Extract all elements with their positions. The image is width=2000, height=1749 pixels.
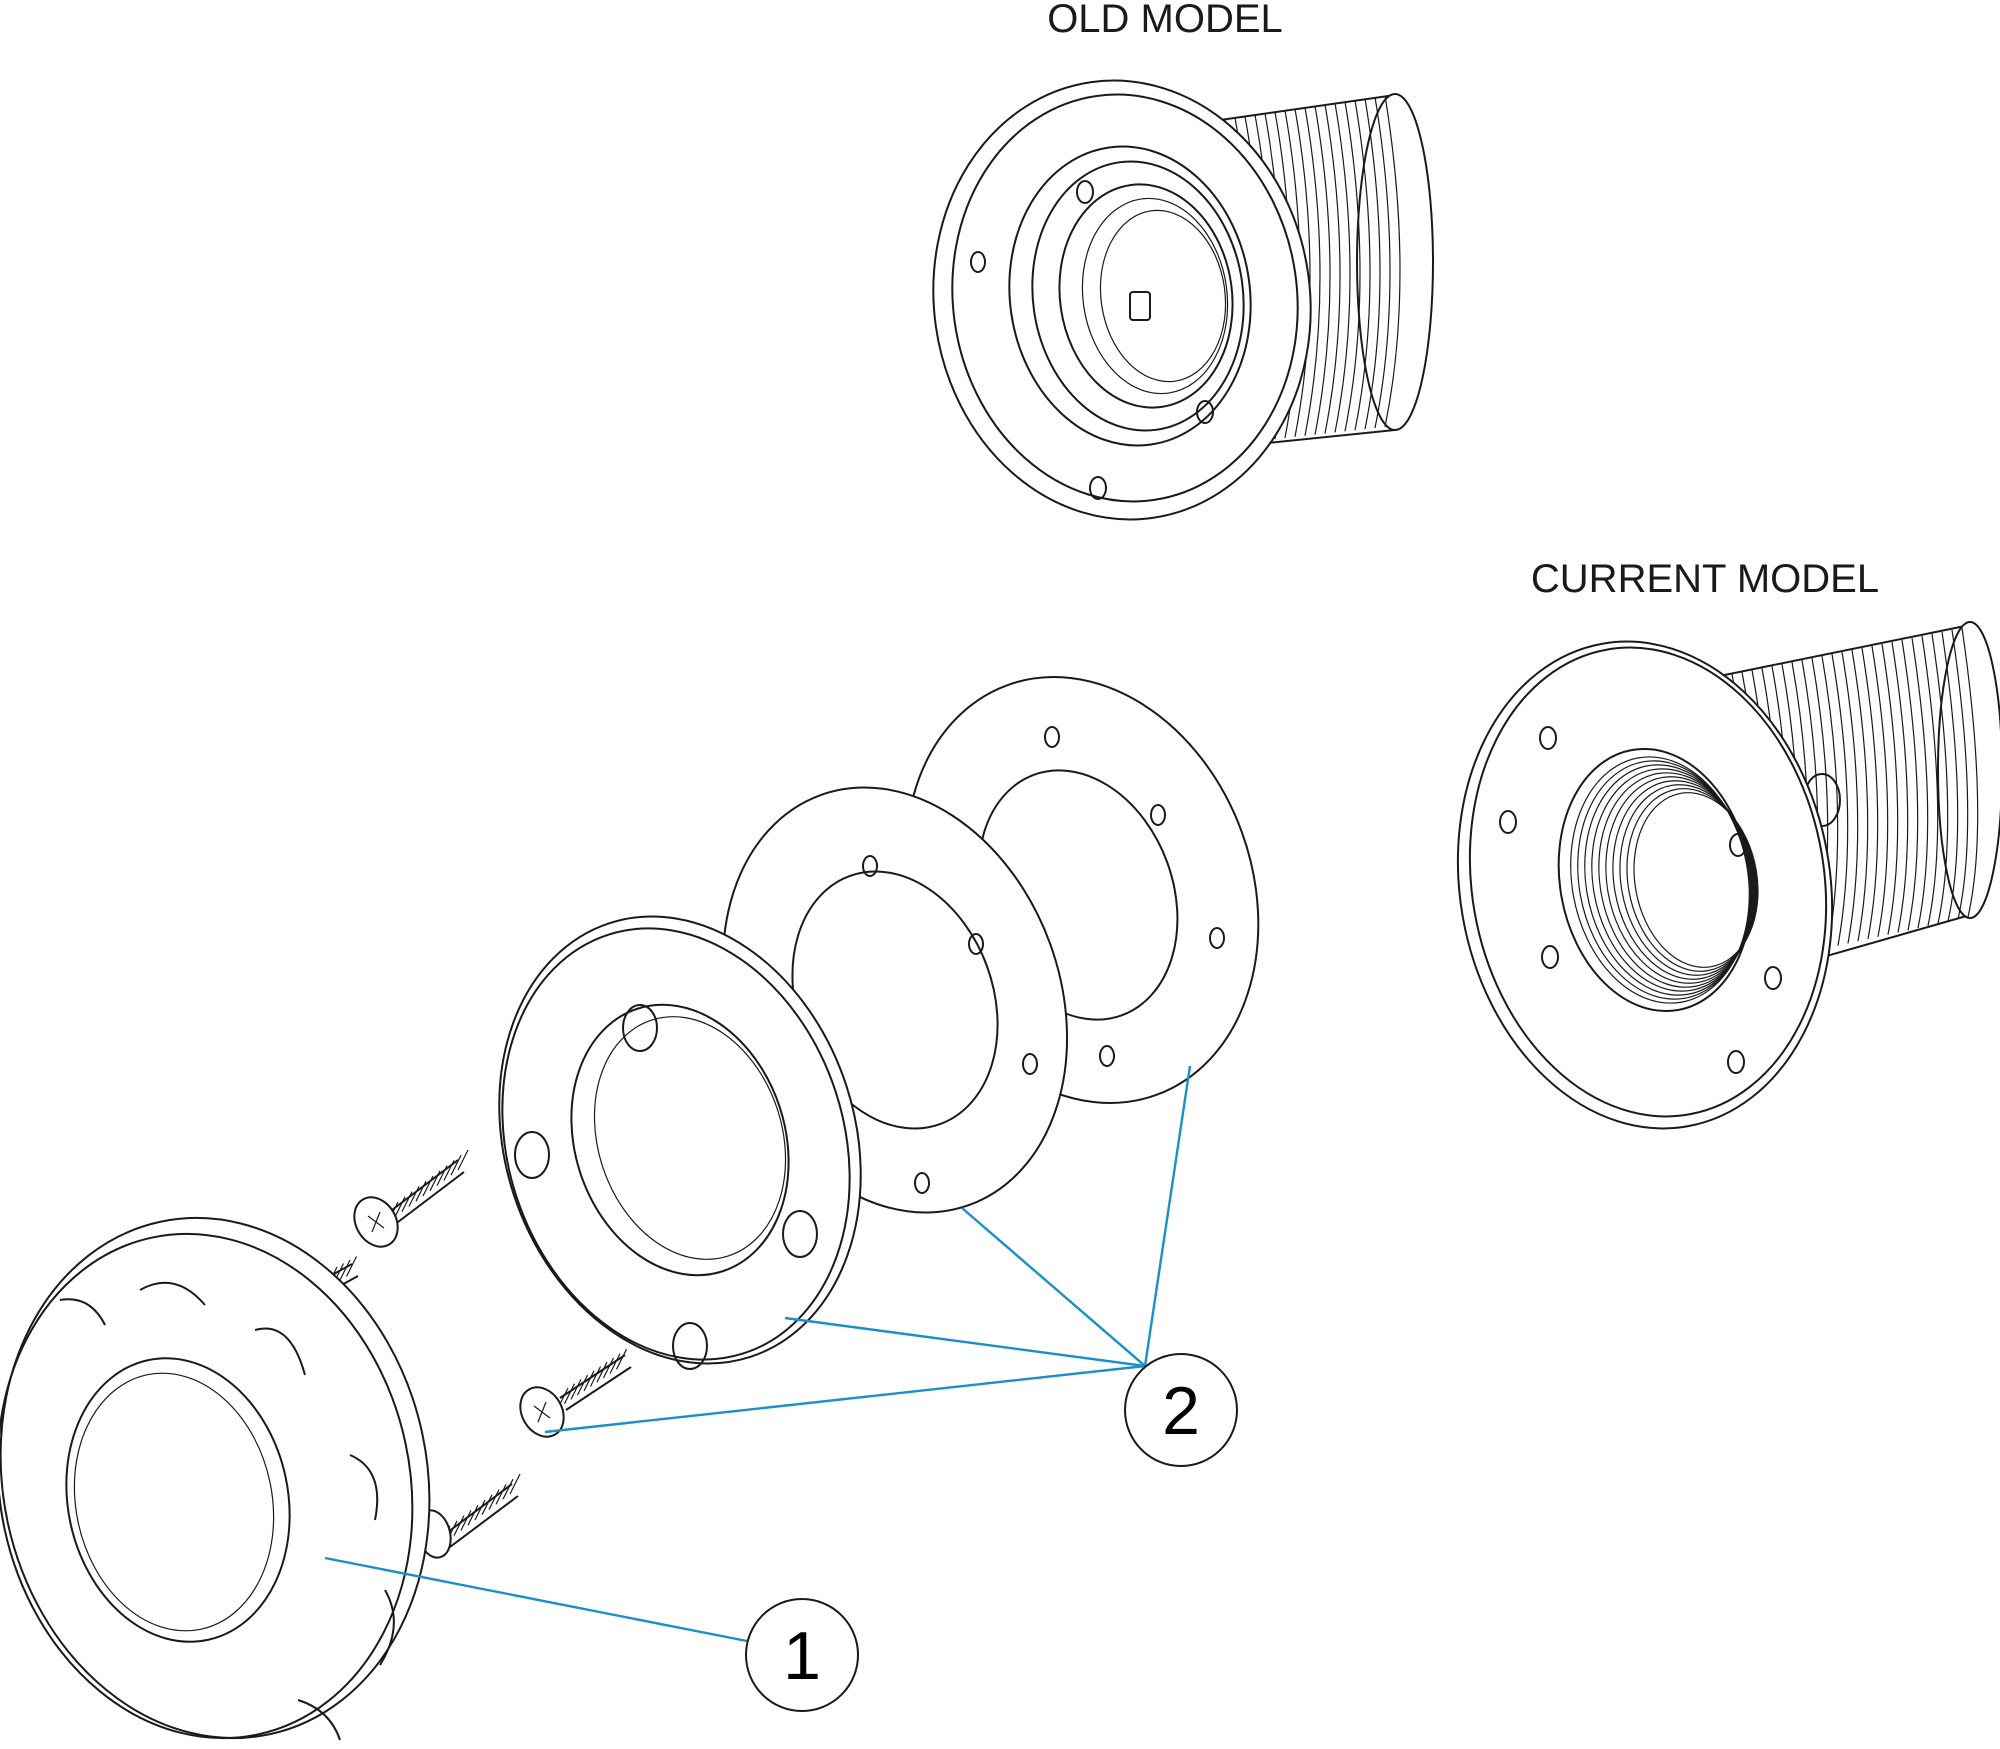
current-model-fitting (1456, 621, 2000, 1130)
callout-1: 1 (745, 1598, 859, 1712)
callout-2: 2 (1124, 1353, 1238, 1467)
screw-upper (353, 1149, 469, 1248)
old-model-label: OLD MODEL (1047, 0, 1283, 41)
leader-lines-2 (544, 1065, 1192, 1434)
current-model-label: CURRENT MODEL (1531, 557, 1879, 601)
screw-lower (519, 1349, 632, 1438)
leader-line-1 (324, 1556, 753, 1644)
flange-plate (498, 915, 862, 1370)
callout-2-circle (1124, 1353, 1238, 1467)
callout-2-number: 2 (1162, 1373, 1200, 1449)
front-cover (0, 1216, 431, 1741)
callout-1-number: 1 (783, 1618, 821, 1694)
callout-1-circle (745, 1598, 859, 1712)
old-model-fitting (932, 79, 1434, 521)
